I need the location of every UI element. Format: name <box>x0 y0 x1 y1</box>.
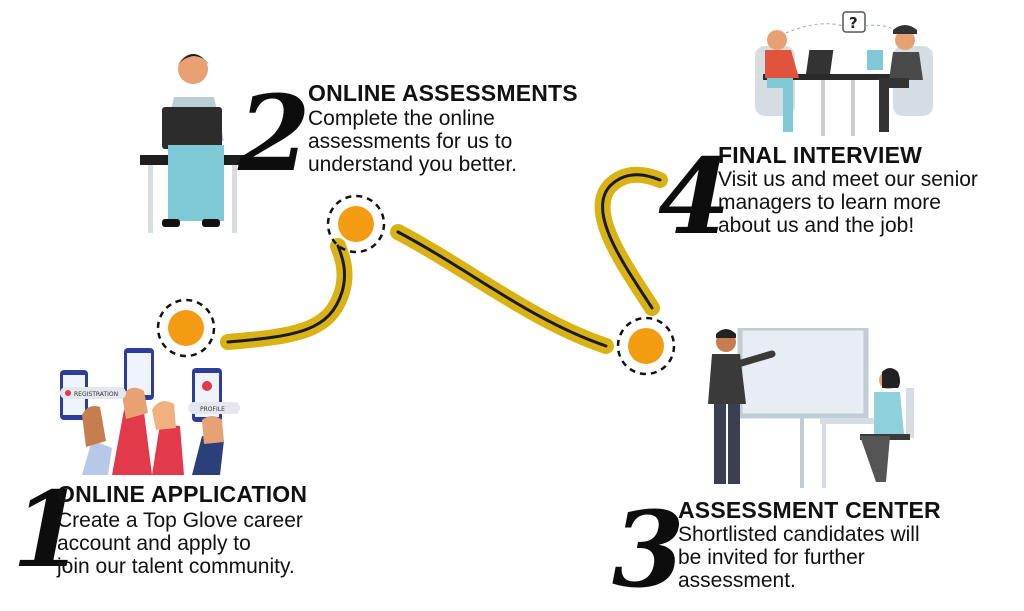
step-description-line: be invited for further <box>678 546 865 569</box>
step-number-3: 3 <box>612 488 685 611</box>
step-title-4: FINAL INTERVIEW <box>718 142 923 168</box>
connector-path <box>220 166 668 354</box>
profile-label: PROFILE <box>200 406 225 413</box>
step-description-line: Complete the online <box>308 107 495 130</box>
step-description-line: Visit us and meet our senior <box>718 168 978 191</box>
step-description-line: assessments for us to <box>308 130 513 153</box>
step-description-line: understand you better. <box>308 153 517 176</box>
step-description-1: Create a Top Glove career account and ap… <box>57 509 303 578</box>
step-title-3: ASSESSMENT CENTER <box>678 497 941 523</box>
presentation-illustration <box>708 328 914 488</box>
step-description-line: Create a Top Glove career <box>57 509 303 532</box>
interview-illustration: ? <box>755 11 933 136</box>
step-description-2: Complete the online assessments for us t… <box>308 107 517 176</box>
step-description-line: assessment. <box>678 569 796 592</box>
step-description-line: about us and the job! <box>718 214 915 237</box>
path-graphic <box>156 166 676 376</box>
step-number-2: 2 <box>238 72 311 195</box>
step-description-line: managers to learn more <box>718 191 941 214</box>
recruitment-process-diagram: REGISTRATION PROFILE ? <box>12 11 978 602</box>
step-description-line: join our talent community. <box>57 555 295 578</box>
step-number-4: 4 <box>658 135 731 258</box>
step-description-line: account and apply to <box>57 532 251 555</box>
milestone-dot-2 <box>326 194 386 254</box>
step-title-2: ONLINE ASSESSMENTS <box>308 80 578 106</box>
step-description-line: Shortlisted candidates will <box>678 523 920 546</box>
laptop-person-illustration <box>140 54 246 233</box>
phones-illustration: REGISTRATION PROFILE <box>60 348 240 475</box>
registration-label: REGISTRATION <box>74 391 118 398</box>
step-number-1: 1 <box>12 468 85 591</box>
step-description-4: Visit us and meet our senior managers to… <box>718 168 978 237</box>
step-description-3: Shortlisted candidates will be invited f… <box>678 523 920 592</box>
question-mark: ? <box>849 14 858 32</box>
step-title-1: ONLINE APPLICATION <box>57 481 308 507</box>
milestone-dot-1 <box>156 298 216 358</box>
milestone-dot-3 <box>616 316 676 376</box>
